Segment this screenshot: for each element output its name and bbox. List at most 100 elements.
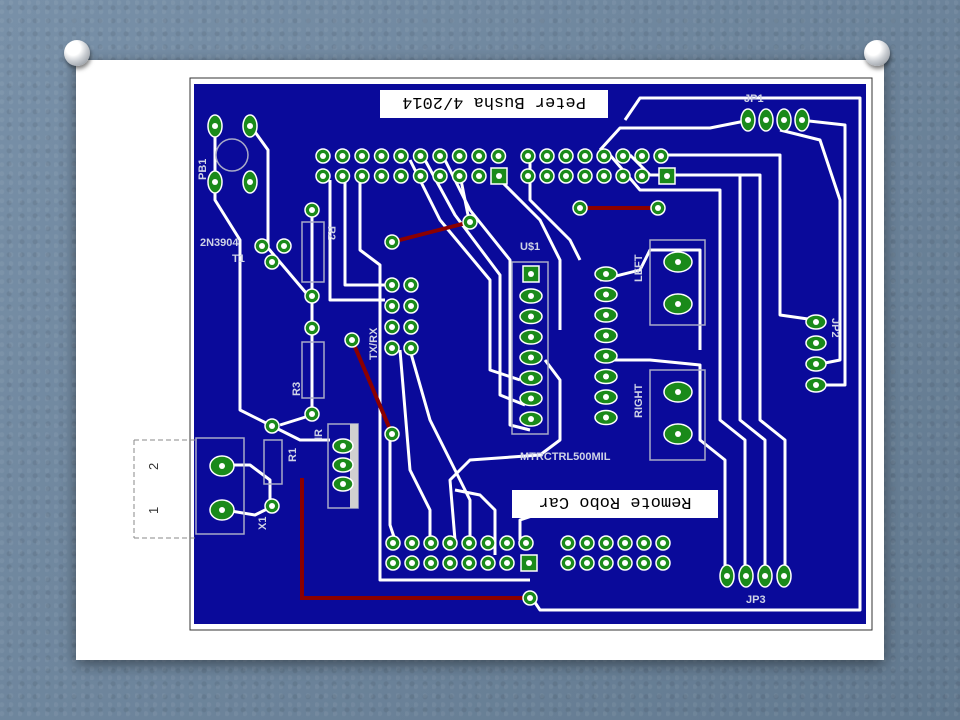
trace: [528, 96, 862, 612]
pad-drill-hole: [428, 560, 434, 566]
trace: [779, 128, 842, 367]
pad-drill-hole: [528, 293, 534, 299]
pad-drill-hole: [339, 153, 346, 159]
pad-drill-hole: [584, 540, 590, 546]
pad-drill-hole: [320, 173, 326, 179]
trace: [230, 463, 272, 505]
pad-drill-hole: [219, 507, 225, 513]
label-left: LEFT: [633, 254, 645, 282]
trace: [269, 423, 330, 442]
pad-drill-hole: [544, 173, 550, 179]
pad-drill-hole: [577, 205, 583, 211]
pad-drill-hole: [504, 540, 510, 546]
label-right: RIGHT: [633, 384, 645, 419]
trace: [799, 118, 847, 387]
pad-drill-hole: [359, 153, 365, 159]
pad-drill-hole: [340, 481, 346, 487]
pad-drill-hole: [269, 423, 275, 429]
trace: [493, 173, 562, 330]
trace: [388, 440, 397, 541]
label-u1: U$1: [520, 241, 540, 253]
pad-drill-hole: [544, 153, 550, 159]
trace: [665, 153, 816, 322]
label-jp3: JP3: [746, 594, 766, 606]
pad-drill-hole: [675, 301, 681, 307]
pad-drill-hole: [389, 431, 395, 437]
pad-drill-hole: [528, 395, 534, 402]
pad-drill-hole: [496, 173, 502, 179]
pad-drill-hole: [409, 560, 415, 566]
pad-drill-hole: [309, 411, 315, 417]
thumbtack-right: [864, 40, 890, 66]
trace: [358, 180, 530, 582]
pad-drill-hole: [389, 324, 395, 330]
pad-drill-hole: [603, 271, 609, 277]
pad-drill-hole: [409, 540, 415, 546]
label-r3: R3: [291, 382, 303, 396]
pad-drill-hole: [603, 394, 609, 400]
pad-drill-hole: [762, 573, 768, 579]
pad-drill-hole: [320, 153, 326, 159]
pad-drill-hole: [466, 560, 472, 566]
pad-drill-hole: [437, 153, 443, 159]
label-txrx: TX/RX: [368, 327, 380, 360]
ir-receiver-body: [350, 424, 358, 508]
pad-drill-hole: [528, 334, 534, 340]
pad-drill-hole: [601, 173, 607, 179]
pad-drill-hole: [309, 325, 315, 331]
pad-drill-hole: [620, 153, 626, 159]
pad-drill-hole: [269, 503, 275, 509]
pad-drill-hole: [389, 282, 395, 288]
pad-drill-hole: [660, 540, 666, 546]
pad-drill-hole: [526, 560, 532, 566]
trace: [598, 118, 751, 152]
terminal-pin-labels: 2 1: [146, 463, 161, 514]
pad-drill-hole: [622, 540, 628, 546]
pad-drill-hole: [485, 540, 491, 546]
pad-drill-hole: [456, 153, 463, 159]
pad-drill-hole: [485, 560, 491, 566]
trace: [279, 210, 314, 427]
power-terminal-outline: [195, 437, 245, 535]
pad-drill-hole: [339, 173, 346, 179]
pad-drill-hole: [417, 153, 424, 159]
pad-drill-hole: [269, 259, 275, 265]
pad-drill-hole: [813, 361, 819, 367]
jumper-wire: [350, 339, 394, 435]
pad-drill-hole: [781, 573, 787, 579]
trace: [408, 349, 472, 540]
author-label: Peter Busha 4/2014: [402, 92, 586, 111]
pad-drill-hole: [476, 153, 482, 159]
pad-drill-hole: [601, 153, 607, 159]
pad-drill-hole: [565, 560, 571, 566]
pad-drill-hole: [504, 560, 510, 566]
pad-drill-hole: [639, 153, 645, 159]
pad-drill-hole: [660, 560, 666, 566]
pad-drill-hole: [340, 462, 346, 468]
pad-drill-hole: [799, 117, 805, 123]
pad-drill-hole: [527, 595, 533, 601]
r1-outline: [263, 439, 283, 485]
label-jp2: JP2: [829, 318, 841, 338]
pad-drill-hole: [641, 540, 647, 546]
pad-drill-hole: [408, 345, 414, 351]
pad-drill-hole: [603, 540, 609, 546]
trace: [328, 180, 385, 302]
label-pb1: PB1: [197, 159, 209, 180]
pad-drill-hole: [212, 179, 218, 185]
pad-drill-hole: [408, 324, 414, 330]
pad-drill-hole: [390, 560, 396, 566]
pad-drill-hole: [528, 416, 534, 422]
trace: [248, 124, 314, 301]
title-banner: [512, 490, 718, 518]
title-label: Remote Robo Car: [538, 492, 691, 511]
pad-drill-hole: [675, 389, 681, 395]
trace: [398, 349, 432, 540]
trace: [423, 159, 526, 407]
pad-drill-hole: [389, 239, 395, 245]
pad-drill-hole: [428, 540, 434, 546]
right-motor-outline: [649, 369, 706, 461]
pad-drill-hole: [466, 540, 472, 546]
pad-drill-hole: [528, 313, 534, 320]
